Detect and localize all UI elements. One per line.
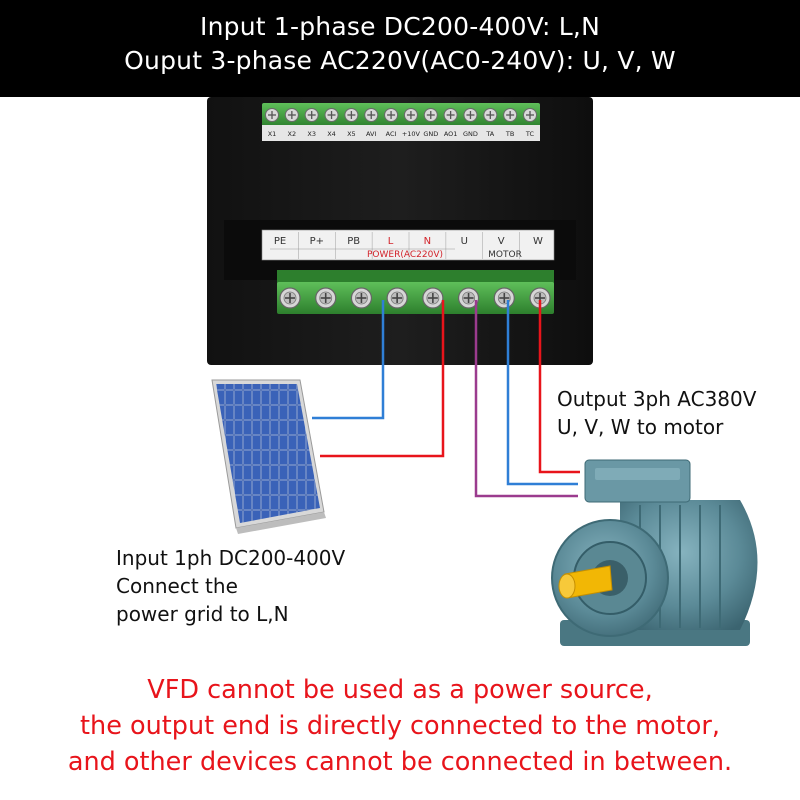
control-terminal-screw	[385, 109, 398, 122]
solar-panel	[212, 380, 326, 534]
input-note-line-3: power grid to L,N	[116, 600, 345, 628]
control-terminal-label: X4	[327, 130, 336, 138]
power-terminal-label: PB	[347, 236, 360, 247]
control-terminal-screw	[424, 109, 437, 122]
power-terminal-screw	[316, 288, 336, 308]
output-note-line-2: U, V, W to motor	[557, 413, 756, 441]
warning-line-3: and other devices cannot be connected in…	[0, 744, 800, 780]
motor-group-label: MOTOR	[488, 250, 522, 260]
power-terminal-block	[277, 270, 554, 314]
control-terminal-screw	[484, 109, 497, 122]
power-terminal-screw	[423, 288, 443, 308]
power-terminal-label: L	[388, 236, 394, 247]
control-terminal-screw	[404, 109, 417, 122]
warning-text: VFD cannot be used as a power source, th…	[0, 672, 800, 780]
power-terminal-label: U	[461, 236, 468, 247]
control-terminal-label: TC	[525, 130, 535, 138]
control-terminal-label: +10V	[402, 130, 421, 138]
input-note-line-2: Connect the	[116, 572, 345, 600]
power-terminal-screw	[387, 288, 407, 308]
output-note-line-1: Output 3ph AC380V	[557, 385, 756, 413]
warning-line-1: VFD cannot be used as a power source,	[0, 672, 800, 708]
control-terminal-screw	[365, 109, 378, 122]
power-terminal-label: W	[533, 236, 543, 247]
control-terminal-screw	[325, 109, 338, 122]
control-terminal-label: X3	[307, 130, 316, 138]
power-terminal-screw	[280, 288, 300, 308]
power-terminal-screw	[494, 288, 514, 308]
power-terminal-screw	[351, 288, 371, 308]
control-terminal-label: AO1	[444, 130, 458, 138]
control-terminal-label: TA	[485, 130, 494, 138]
power-terminal-label: N	[424, 236, 431, 247]
output-note: Output 3ph AC380V U, V, W to motor	[557, 385, 756, 441]
control-terminal-label: AVI	[366, 130, 376, 138]
control-terminal-screw	[504, 109, 517, 122]
motor	[552, 460, 758, 646]
input-note-line-1: Input 1ph DC200-400V	[116, 544, 345, 572]
control-terminal-screw	[305, 109, 318, 122]
power-terminal-label: V	[498, 236, 505, 247]
control-terminal-label: X2	[288, 130, 297, 138]
power-terminal-label: PE	[274, 236, 286, 247]
warning-line-2: the output end is directly connected to …	[0, 708, 800, 744]
control-terminal-screw	[524, 109, 537, 122]
control-terminal-label: TB	[505, 130, 514, 138]
control-terminal-label: ACI	[386, 130, 397, 138]
control-terminal-label: GND	[423, 130, 438, 138]
control-terminal-screw	[464, 109, 477, 122]
control-terminal-screw	[266, 109, 279, 122]
power-group-label: POWER(AC220V)	[367, 250, 443, 260]
control-terminal-screw	[285, 109, 298, 122]
input-note: Input 1ph DC200-400V Connect the power g…	[116, 544, 345, 628]
control-terminal-label: GND	[463, 130, 478, 138]
control-terminal-screw	[345, 109, 358, 122]
power-terminal-label: P+	[310, 236, 324, 247]
power-terminal-label-strip: PE P+ PB L N U V W POWER(AC220V) MOTOR	[262, 230, 554, 260]
control-terminal-label: X1	[268, 130, 277, 138]
control-terminal-label: X5	[347, 130, 356, 138]
control-terminal-screw	[444, 109, 457, 122]
